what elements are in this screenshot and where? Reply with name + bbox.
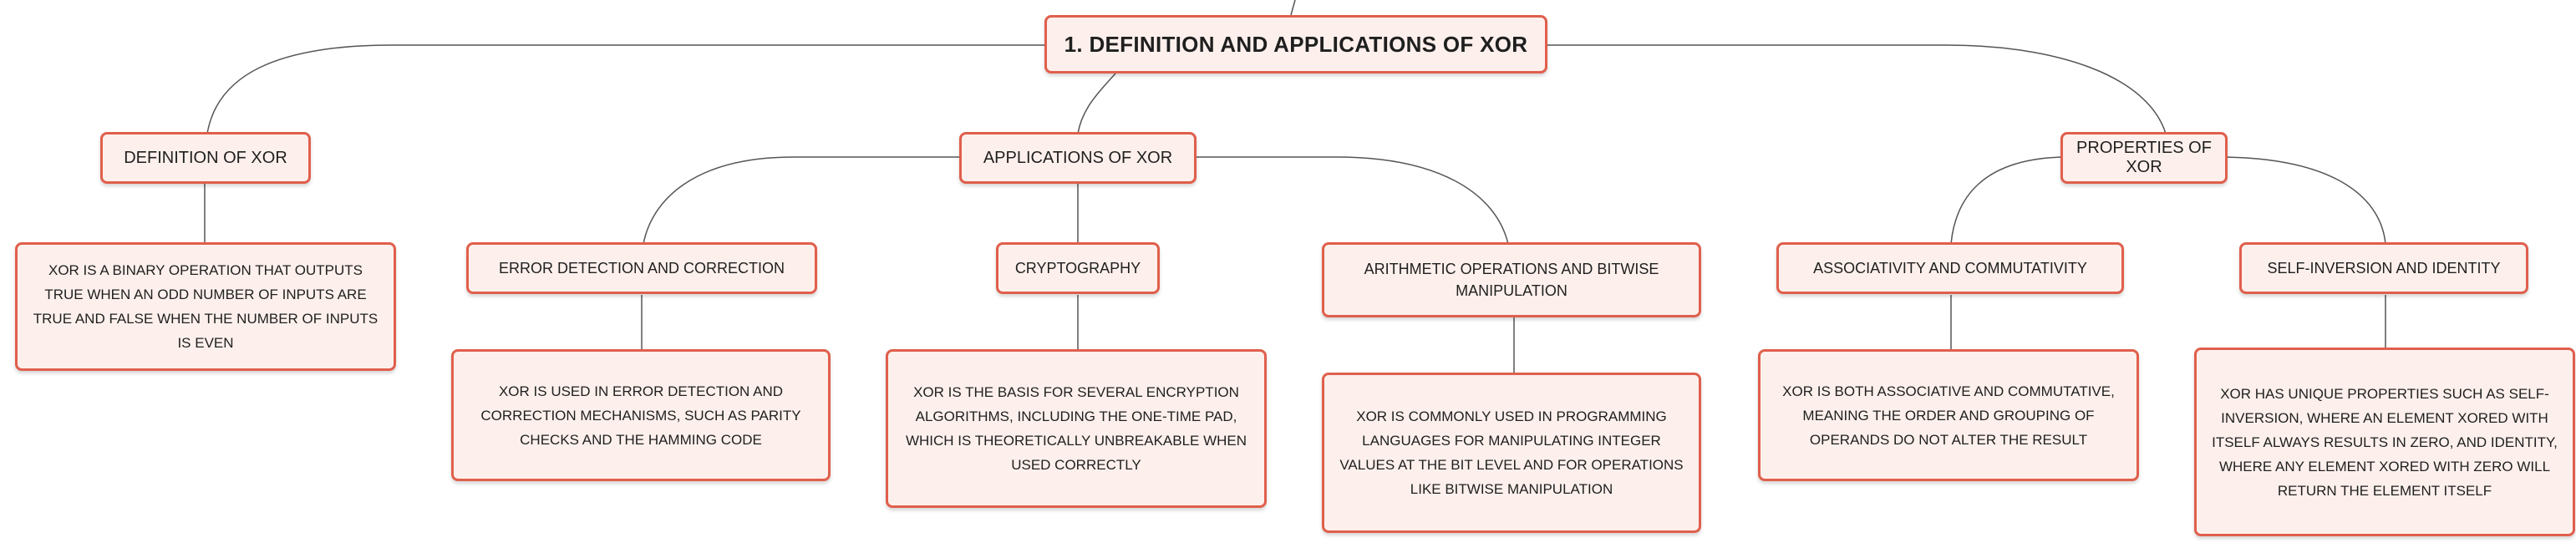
detail-self-inversion[interactable]: XOR HAS UNIQUE PROPERTIES SUCH AS SELF-I… (2194, 348, 2575, 536)
root-node[interactable]: 1. DEFINITION AND APPLICATIONS OF XOR (1044, 15, 1547, 74)
detail-arithmetic-operations[interactable]: XOR IS COMMONLY USED IN PROGRAMMING LANG… (1322, 373, 1701, 533)
connector-properties-self (2223, 156, 2386, 245)
detail-associativity[interactable]: XOR IS BOTH ASSOCIATIVE AND COMMUTATIVE,… (1758, 349, 2139, 481)
subtopic-associativity[interactable]: ASSOCIATIVITY AND COMMUTATIVITY (1776, 242, 2124, 294)
detail-error-detection[interactable]: XOR IS USED IN ERROR DETECTION AND CORRE… (451, 349, 831, 481)
topic-properties-of-xor[interactable]: PROPERTIES OF XOR (2060, 132, 2228, 184)
topic-definition-of-xor[interactable]: DEFINITION OF XOR (100, 132, 311, 184)
connector-properties-assoc (1950, 156, 2065, 245)
connector-root-definition (206, 44, 1044, 134)
connector-root-applications (1077, 73, 1116, 134)
detail-definition-of-xor[interactable]: XOR IS A BINARY OPERATION THAT OUTPUTS T… (15, 242, 396, 371)
connector-applications-arith (1195, 156, 1509, 245)
connector-root-properties (1546, 44, 2167, 134)
connector-applications-error (643, 156, 961, 245)
subtopic-arithmetic-operations[interactable]: ARITHMETIC OPERATIONS AND BITWISE MANIPU… (1322, 242, 1701, 317)
subtopic-error-detection[interactable]: ERROR DETECTION AND CORRECTION (466, 242, 817, 294)
detail-cryptography[interactable]: XOR IS THE BASIS FOR SEVERAL ENCRYPTION … (886, 349, 1267, 508)
subtopic-cryptography[interactable]: CRYPTOGRAPHY (996, 242, 1160, 294)
connector-parent-root (1290, 0, 1296, 16)
subtopic-self-inversion[interactable]: SELF-INVERSION AND IDENTITY (2239, 242, 2528, 294)
topic-applications-of-xor[interactable]: APPLICATIONS OF XOR (959, 132, 1197, 184)
